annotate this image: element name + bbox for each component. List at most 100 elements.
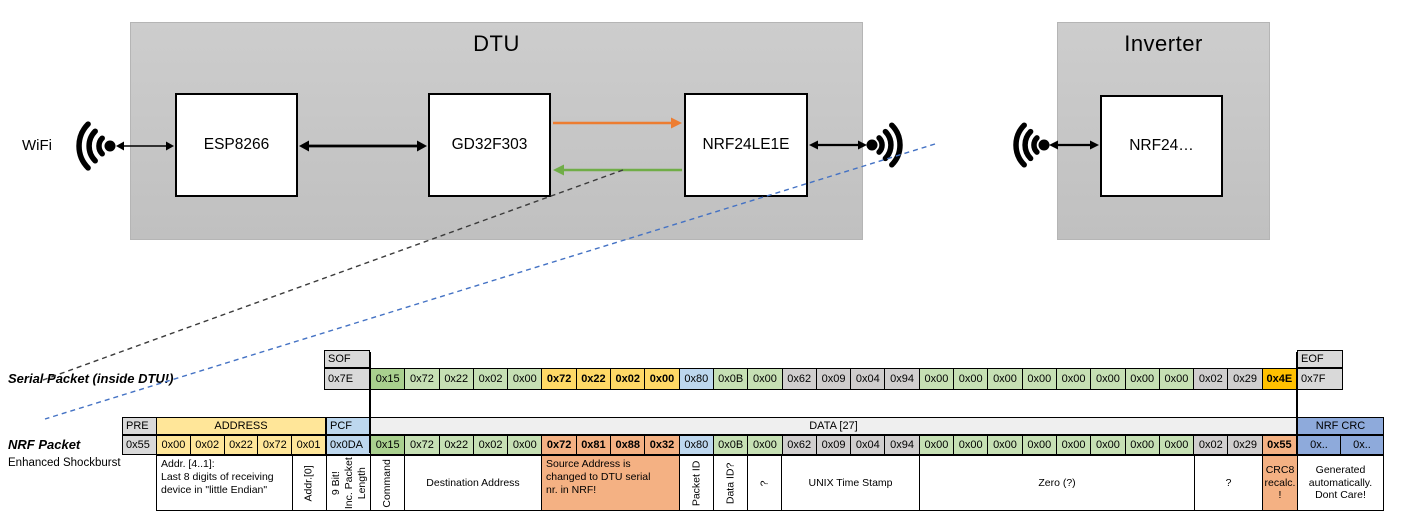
byte-cell: 0x00 xyxy=(1158,368,1195,390)
byte-cell: 0x00 xyxy=(747,435,783,455)
nrf-crc-row: 0x..0x.. xyxy=(1297,435,1384,455)
serial-packet-label: Serial Packet (inside DTU!) xyxy=(8,371,174,386)
byte-cell: 0x22 xyxy=(223,435,259,455)
nrf-pcf-value: 0x0DA xyxy=(326,435,371,455)
annotation-cell: Destination Address xyxy=(404,455,542,511)
byte-cell: 0x80 xyxy=(678,368,714,390)
byte-cell: 0x00 xyxy=(1124,435,1160,455)
byte-cell: 0x09 xyxy=(815,368,852,390)
byte-cell: 0x72 xyxy=(404,435,440,455)
gd32f303-label: GD32F303 xyxy=(451,136,528,153)
annotation-cell: ? xyxy=(1194,455,1263,511)
byte-cell: 0x15 xyxy=(370,435,406,455)
byte-cell: 0x32 xyxy=(644,435,680,455)
byte-cell: 0x02 xyxy=(610,368,646,390)
byte-cell: 0x88 xyxy=(610,435,646,455)
byte-cell: 0x00 xyxy=(1055,368,1092,390)
nrf24le1e-box: NRF24LE1E xyxy=(684,93,808,197)
inverter-title: Inverter xyxy=(1124,31,1203,56)
nrf-pcf-header: PCF xyxy=(326,417,371,435)
annotation-cell: Zero (?) xyxy=(919,455,1195,511)
byte-cell: 0x94 xyxy=(884,368,920,390)
byte-cell: 0x22 xyxy=(438,435,474,455)
nrf24le1e-label: NRF24LE1E xyxy=(702,136,790,153)
byte-cell: 0x00 xyxy=(953,435,989,455)
byte-cell: 0x0B xyxy=(712,368,749,390)
nrf-pre-header: PRE xyxy=(122,417,157,435)
byte-cell: 0x01 xyxy=(291,435,326,455)
annotation-cell: ? xyxy=(747,455,782,511)
annotation-cell: Addr.[0] xyxy=(292,455,327,511)
byte-cell: 0x02 xyxy=(472,435,509,455)
byte-cell: 0x62 xyxy=(781,368,817,390)
byte-cell: 0x00 xyxy=(953,368,989,390)
byte-cell: 0x0B xyxy=(712,435,749,455)
serial-sof-header: SOF xyxy=(324,350,370,368)
inverter-nrf24-box: NRF24… xyxy=(1100,95,1223,197)
serial-sof-value: 0x7E xyxy=(324,368,370,390)
byte-cell: 0x00 xyxy=(747,368,783,390)
esp8266-label: ESP8266 xyxy=(203,136,270,153)
nrf-address-header: ADDRESS xyxy=(156,417,326,435)
byte-cell: 0x94 xyxy=(884,435,920,455)
byte-cell: 0x00 xyxy=(987,368,1023,390)
byte-cell: 0x02 xyxy=(472,368,509,390)
annotation-cell: Command xyxy=(370,455,405,511)
nrf-packet-label: NRF Packet xyxy=(8,437,81,452)
byte-cell: 0x55 xyxy=(1261,435,1298,455)
byte-cell: 0x.. xyxy=(1340,435,1384,455)
byte-cell: 0x09 xyxy=(815,435,852,455)
wifi-signal-icon xyxy=(76,121,116,171)
byte-cell: 0x02 xyxy=(189,435,225,455)
byte-cell: 0x00 xyxy=(918,368,955,390)
byte-cell: 0x04 xyxy=(850,435,886,455)
annotation-cell: UNIX Time Stamp xyxy=(781,455,920,511)
serial-eof-value: 0x7F xyxy=(1297,368,1343,390)
byte-cell: 0x29 xyxy=(1227,368,1263,390)
byte-cell: 0x29 xyxy=(1227,435,1263,455)
annotation-cell: Data ID? xyxy=(713,455,748,511)
esp8266-box: ESP8266 xyxy=(175,93,298,197)
byte-cell: 0x00 xyxy=(1090,368,1126,390)
byte-cell: 0x81 xyxy=(575,435,612,455)
byte-cell: 0x15 xyxy=(370,368,406,390)
byte-cell: 0x00 xyxy=(507,368,543,390)
inverter-nrf24-label: NRF24… xyxy=(1129,137,1194,154)
byte-cell: 0x72 xyxy=(541,435,577,455)
byte-cell: 0x22 xyxy=(575,368,612,390)
byte-cell: 0x72 xyxy=(257,435,293,455)
annotation-cell: Generated automatically. Dont Care! xyxy=(1297,455,1384,511)
byte-cell: 0x00 xyxy=(156,435,191,455)
byte-cell: 0x00 xyxy=(1021,368,1057,390)
byte-cell: 0x00 xyxy=(507,435,543,455)
byte-cell: 0x02 xyxy=(1193,368,1229,390)
nrf-crc-header: NRF CRC xyxy=(1297,417,1384,435)
enhanced-shockburst-label: Enhanced Shockburst xyxy=(8,457,121,469)
byte-cell: 0x00 xyxy=(1124,368,1160,390)
dtu-title: DTU xyxy=(473,31,520,56)
annotation-cell: Source Address is changed to DTU serial … xyxy=(541,455,680,511)
inverter-radio-icon xyxy=(1013,122,1050,168)
byte-cell: 0x00 xyxy=(1055,435,1092,455)
wifi-label: WiFi xyxy=(22,137,52,154)
annotation-cell: Addr. [4..1]: Last 8 digits of receiving… xyxy=(156,455,293,511)
serial-eof-header: EOF xyxy=(1297,350,1343,368)
annotation-cell: 9 Bit! Inc. Packet Length xyxy=(326,455,371,511)
byte-cell: 0x4E xyxy=(1261,368,1298,390)
annotation-cell: Packet ID xyxy=(679,455,714,511)
byte-cell: 0x00 xyxy=(644,368,680,390)
byte-cell: 0x00 xyxy=(1090,435,1126,455)
byte-cell: 0x00 xyxy=(918,435,955,455)
dtu-radio-icon xyxy=(866,122,903,168)
byte-cell: 0x62 xyxy=(781,435,817,455)
byte-cell: 0x00 xyxy=(1158,435,1195,455)
gd32f303-box: GD32F303 xyxy=(428,93,551,197)
byte-cell: 0x04 xyxy=(850,368,886,390)
byte-cell: 0x22 xyxy=(438,368,474,390)
byte-cell: 0x00 xyxy=(987,435,1023,455)
byte-cell: 0x00 xyxy=(1021,435,1057,455)
annotation-cell: CRC8 recalc. ! xyxy=(1262,455,1298,511)
